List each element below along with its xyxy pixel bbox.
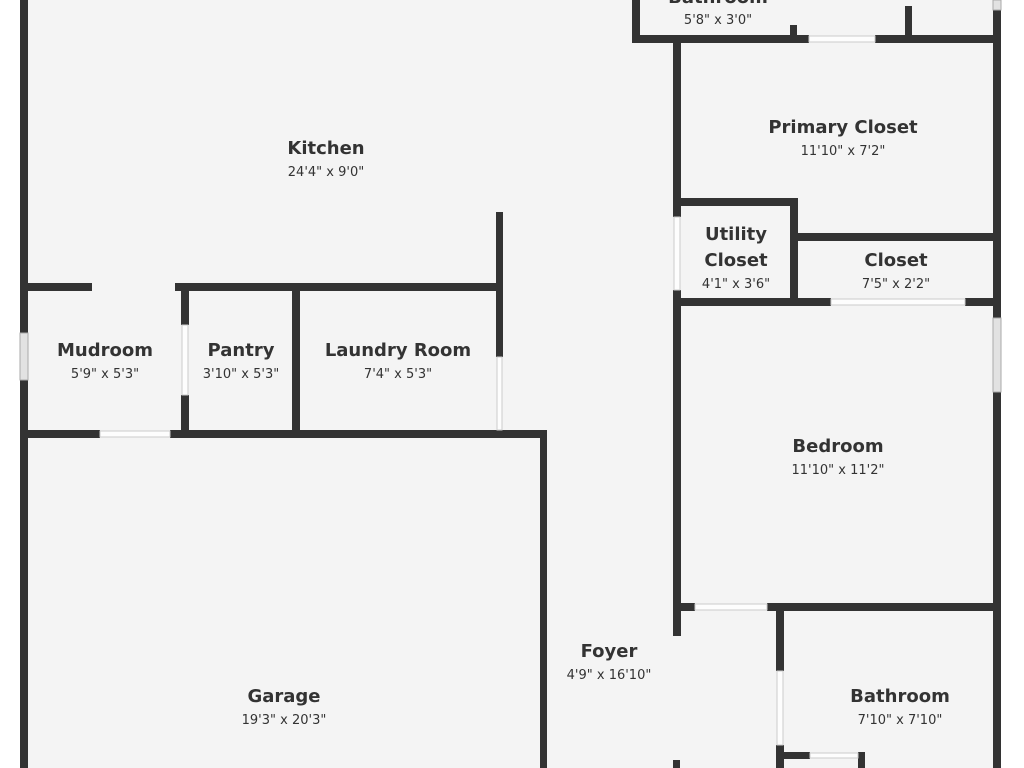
doorway [181,324,189,396]
room-dims: 5'9" x 5'3" [71,367,139,382]
room-dims: 7'5" x 2'2" [862,277,930,292]
room-name: Pantry [208,340,275,361]
doorway [673,216,681,291]
room-name: Foyer [581,641,638,662]
doorway [830,298,966,306]
room-primary-closet: Primary Closet 11'10" x 7'2" [768,117,918,159]
doorway [808,35,876,43]
room-foyer: Foyer 4'9" x 16'10" [567,641,652,683]
doorway [496,356,503,431]
room-name: Laundry Room [325,340,471,361]
room-mudroom: Mudroom 5'9" x 5'3" [57,340,153,382]
room-dims: 24'4" x 9'0" [288,165,364,180]
window [992,0,1002,11]
room-bathroom-bottom: Bathroom 7'10" x 7'10" [850,686,950,728]
doorway [694,603,768,611]
room-dims: 4'9" x 16'10" [567,668,652,683]
room-name: Bathroom [850,686,950,707]
room-dims: 11'10" x 11'2" [792,463,885,478]
room-kitchen: Kitchen 24'4" x 9'0" [287,138,364,180]
room-dims: 7'10" x 7'10" [858,713,943,728]
openings [19,0,1002,759]
doorway [776,670,784,746]
room-name: Kitchen [287,138,364,159]
room-name: Primary Closet [768,117,918,138]
room-bedroom: Bedroom 11'10" x 11'2" [792,436,885,478]
window [19,332,29,381]
room-name: Garage [247,686,320,707]
walls [20,0,1001,768]
floor-area [24,0,998,768]
room-dims: 5'8" x 3'0" [684,13,752,28]
room-name: Bedroom [792,436,883,457]
room-dims: 3'10" x 5'3" [203,367,279,382]
room-utility-closet: Utility Closet 4'1" x 3'6" [702,224,770,292]
room-name: Mudroom [57,340,153,361]
room-bathroom-top: Bathroom 5'8" x 3'0" [668,0,768,28]
room-name: Closet [704,250,768,271]
window [992,317,1002,393]
room-closet: Closet 7'5" x 2'2" [862,250,930,292]
room-dims: 7'4" x 5'3" [364,367,432,382]
room-garage: Garage 19'3" x 20'3" [242,686,327,728]
doorway [809,752,859,759]
room-name: Utility [705,224,767,245]
room-laundry: Laundry Room 7'4" x 5'3" [325,340,471,382]
room-dims: 11'10" x 7'2" [801,144,886,159]
room-name: Closet [864,250,928,271]
room-dims: 19'3" x 20'3" [242,713,327,728]
doorway [99,430,171,438]
room-name: Bathroom [668,0,768,8]
room-pantry: Pantry 3'10" x 5'3" [203,340,279,382]
room-dims: 4'1" x 3'6" [702,277,770,292]
